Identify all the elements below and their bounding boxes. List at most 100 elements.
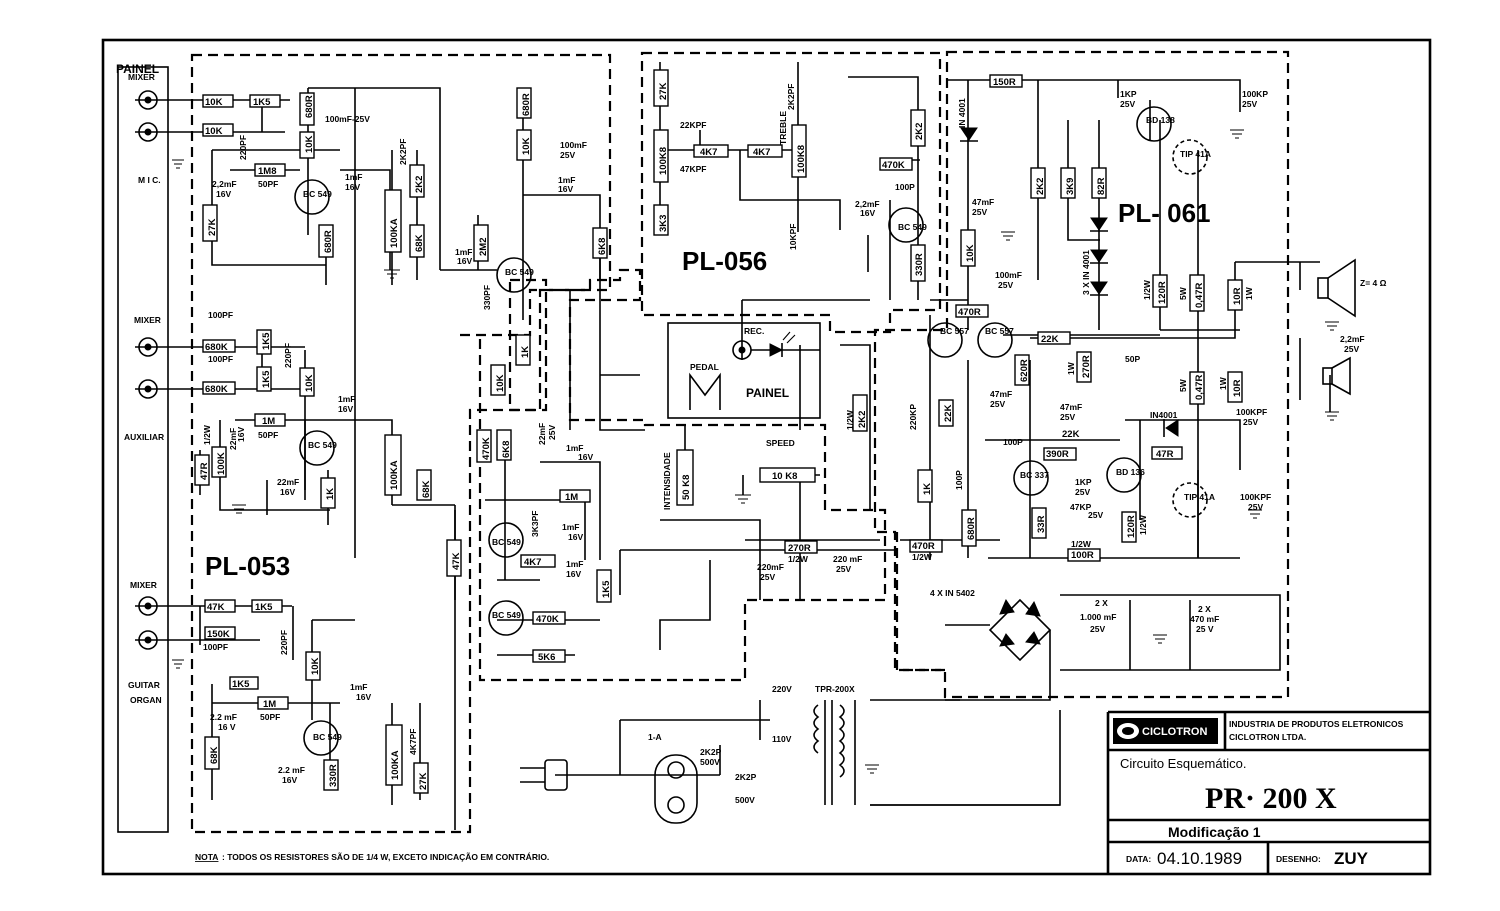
r1k5-b: 1K5	[261, 332, 272, 350]
title-block: CICLOTRON INDUSTRIA DE PRODUTOS ELETRONI…	[1106, 710, 1430, 874]
modification-label: Modificação 1	[1168, 824, 1261, 840]
panel-jacks	[135, 90, 195, 650]
filter-label-a: 2 X	[1095, 598, 1108, 608]
v16-l: 16V	[578, 452, 593, 462]
c100kpf: 100KPF	[1236, 407, 1267, 417]
r10k-h: 10K	[965, 244, 976, 262]
c100p-a: 100P	[895, 182, 915, 192]
r047r-b: 0,47R	[1194, 375, 1205, 400]
r100k-a: 100K	[216, 452, 227, 475]
v25-c: 25V	[760, 572, 775, 582]
c22mf-d: 22mF	[277, 477, 299, 487]
bc557-b: BC 557	[985, 326, 1014, 336]
c47mf-b: 47mF	[990, 389, 1012, 399]
r680-c: 680R	[521, 93, 532, 116]
v25-m: 25V	[1243, 417, 1258, 427]
panel-strip	[117, 66, 169, 833]
r1m-a: 1M	[262, 416, 275, 427]
mains-plug	[520, 754, 698, 824]
c100kp: 100KP	[1242, 89, 1268, 99]
bd138: BD 138	[1146, 115, 1175, 125]
v16-i: 16 V	[218, 722, 236, 732]
r47k-a: 47K	[451, 552, 462, 570]
c1mf-c: 1mF	[455, 247, 472, 257]
bd136: BD 136	[1116, 467, 1145, 477]
r1m8: 1M8	[258, 166, 276, 177]
board-name-pl053: PL-053	[205, 551, 290, 581]
r470k-b: 470K	[481, 437, 492, 460]
r1m-c: 1M	[565, 492, 578, 503]
c220pf-c: 220PF	[279, 630, 289, 655]
r330-a: 330R	[914, 253, 925, 276]
v25-a: 25V	[560, 150, 575, 160]
board-outline-pl053	[190, 53, 612, 834]
r680k-a: 680K	[205, 342, 228, 353]
r2k2-b: 2K2	[914, 123, 925, 140]
c2k2p-b: 2K2P	[735, 772, 757, 782]
rec-label: REC.	[744, 326, 764, 336]
c47mf: 47mF	[972, 197, 994, 207]
r680r-d: 680R	[966, 517, 977, 540]
v25-f: 25V	[1242, 99, 1257, 109]
resistor-boxes	[194, 69, 1243, 794]
c22mf-h: 2,2mF	[1340, 334, 1365, 344]
r100ka-a: 100KA	[389, 218, 400, 248]
c100kpf-b: 100KPF	[1240, 492, 1271, 502]
c22mf-a: 2,2mF	[212, 179, 237, 189]
c1mf-a: 1mF	[345, 172, 362, 182]
c100pf-b: 100PF	[208, 354, 233, 364]
bridge-label: 4 X IN 5402	[930, 588, 975, 598]
board-outline-pl061	[873, 50, 1290, 699]
v500-a: 500V	[700, 757, 720, 767]
transformer-label: TPR-200X	[815, 684, 855, 694]
c220pf-a: 220PF	[238, 135, 248, 160]
r2m2: 2M2	[478, 238, 489, 256]
r6k8-a: 6K8	[597, 238, 608, 255]
r3k9: 3K9	[1065, 178, 1076, 195]
r3k3: 3K3	[658, 215, 669, 232]
mic-label: M I C.	[138, 175, 161, 185]
organ-label: ORGAN	[130, 695, 162, 705]
v220-label: 220V	[772, 684, 792, 694]
r1k-c: 1K	[922, 483, 933, 495]
c330pf: 330PF	[482, 285, 492, 310]
v16-a: 16V	[216, 189, 231, 199]
r470k-a: 470K	[882, 160, 905, 171]
r1k5-d: 1K5	[255, 602, 273, 613]
r4k7-a: 4K7	[700, 147, 717, 158]
v16-k: 16V	[282, 775, 297, 785]
v16-n: 16V	[566, 569, 581, 579]
c50p: 50P	[1125, 354, 1140, 364]
r50k8: 50 K8	[681, 475, 692, 500]
mixer-label-2: MIXER	[134, 315, 161, 325]
v16-b: 16V	[345, 182, 360, 192]
r680-b: 680R	[323, 230, 334, 253]
w12-f: 1/2W	[1071, 539, 1092, 549]
r1k5-e: 1K5	[232, 679, 250, 690]
c2k2p-a: 2K2P	[700, 747, 722, 757]
r10k-c: 10K	[304, 135, 315, 153]
w12-a: 1/2W	[202, 424, 212, 445]
v500-b: 500V	[735, 795, 755, 805]
company-line-1: INDUSTRIA DE PRODUTOS ELETRONICOS	[1229, 719, 1404, 729]
r6k8-b: 6K8	[501, 441, 512, 458]
pedal-switch	[689, 372, 721, 410]
v25-j: 25V	[1060, 412, 1075, 422]
bc337: BC 337	[1020, 470, 1049, 480]
r47r-a: 47R	[199, 462, 210, 480]
c2k2pf-a: 2K2PF	[398, 139, 408, 165]
fuse-label: 1-A	[648, 732, 662, 742]
c22mf-e: 2.2 mF	[210, 712, 237, 722]
r10k-b: 10K	[205, 126, 223, 137]
guitar-label: GUITAR	[128, 680, 160, 690]
c1mf-e: 1mF	[350, 682, 367, 692]
led-wires	[751, 343, 820, 357]
r68k-c: 68K	[209, 746, 220, 764]
intensidade-label: INTENSIDADE	[662, 452, 672, 510]
c100p-b: 100P	[1003, 437, 1023, 447]
r5k6: 5K6	[538, 652, 555, 663]
c220mf-a: 220mF	[757, 562, 784, 572]
r47k-b: 47K	[207, 602, 225, 613]
c100pf-c: 100PF	[203, 642, 228, 652]
transformer	[813, 700, 845, 805]
